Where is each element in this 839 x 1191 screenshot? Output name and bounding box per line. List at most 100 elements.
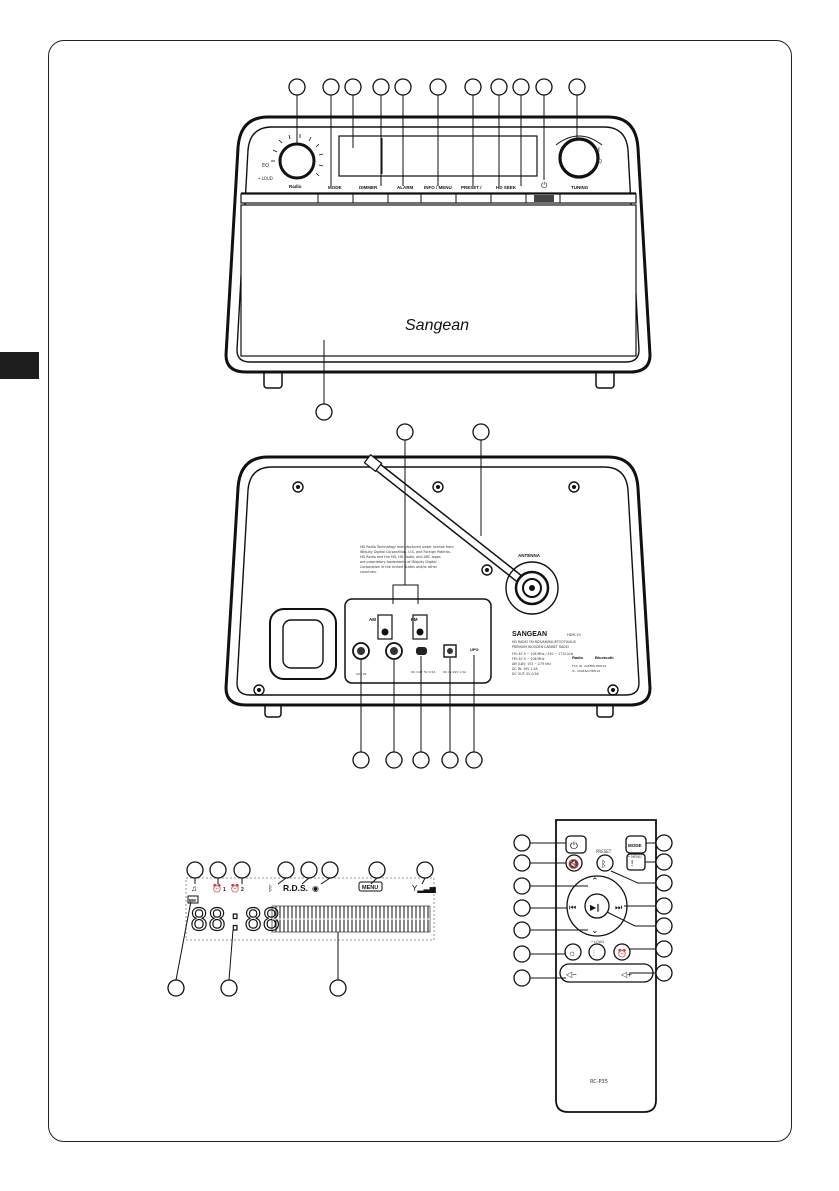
remote-dimmer-button[interactable]	[564, 943, 582, 961]
svg-text:• MENU: • MENU	[628, 855, 642, 859]
remote-bluetooth-button[interactable]	[596, 854, 614, 872]
volume-knob[interactable]	[271, 134, 324, 180]
svg-text:DC IN: 19V 1.5A: DC IN: 19V 1.5A	[512, 667, 538, 671]
rear-cabinet-outer	[224, 455, 652, 707]
rear-screws	[253, 481, 619, 696]
rear-spec-lines: HD RADIO FM-RDS/AM/BLUETOOTH/AUX PREMIUM…	[512, 640, 577, 676]
stereo-icon: ◉	[312, 884, 319, 893]
svg-text:DC OUT: 5V 0.5A: DC OUT: 5V 0.5A	[512, 672, 540, 676]
alarm-ringing-icon: ♫	[191, 884, 197, 893]
dc-out-label: DC OUT 5V 0.5A	[411, 670, 436, 674]
lcd-clock-digits: 88:88	[190, 903, 280, 938]
svg-text:▸∥: ▸∥	[595, 147, 600, 153]
remote-eq-button[interactable]	[588, 943, 606, 961]
antenna-label: ANTENNA	[518, 553, 541, 558]
eq-label: EQ	[262, 163, 269, 169]
svg-text:☼: ☼	[568, 948, 576, 958]
fcc-id: FCC ID: 2AEMN-HDR19	[572, 664, 606, 668]
alarm1-number: 1	[223, 887, 226, 893]
remote-diagram: ⏻ MODE • MENU 🔇 PRESET ᛒ ! ▶∥ ⌃ ⌄ ⏮ ⏭ ☼ …	[513, 819, 673, 1113]
hd-radio-logo: Radio	[289, 184, 302, 189]
rear-callout-leaders	[360, 440, 482, 752]
telescopic-antenna	[363, 453, 559, 615]
brand-script: Sangean	[405, 317, 469, 334]
power-icon: ⏻	[541, 181, 548, 190]
svg-text:FM: 87.5 ~ 108 MHz / 520 ~ 171: FM: 87.5 ~ 108 MHz / 520 ~ 1710 kHz	[512, 652, 574, 656]
alarm2-icon: ⏰	[230, 883, 240, 893]
handle-recess	[269, 608, 337, 680]
svg-text:MODE: MODE	[628, 843, 642, 848]
am-label: AM	[369, 617, 376, 622]
label-hd-seek: HD SEEK	[496, 185, 517, 190]
svg-text:⌄: ⌄	[591, 925, 599, 935]
alarm2-number: 2	[241, 887, 244, 893]
dc-in-jack[interactable]	[443, 644, 457, 658]
label-info-menu: INFO / MENU	[424, 185, 452, 190]
speaker-grille	[240, 204, 637, 357]
front-button-labels: MODE DIMMER ALARM INFO / MENU PRESET / H…	[328, 185, 589, 190]
svg-text:⏮: ⏮	[569, 903, 576, 912]
upgrade-label: UPG	[470, 647, 479, 652]
dc-in-label: DC IN 19V 1.5A	[443, 670, 467, 674]
lcd-diagram: ♫ ⏰ 1 ⏰ 2 ᛒ R.D.S. ◉ MENU Y▂▃▅ PM 88:88	[167, 861, 437, 997]
svg-text:HD RADIO FM-RDS/AM/BLUETOOTH/A: HD RADIO FM-RDS/AM/BLUETOOTH/AUX	[512, 640, 577, 644]
svg-text:⏭: ⏭	[615, 903, 622, 912]
page-frame	[48, 40, 792, 1142]
menu-indicator: MENU	[362, 885, 378, 891]
label-dimmer: DIMMER	[359, 185, 378, 190]
rear-brand: SANGEAN	[512, 631, 547, 638]
svg-text:🔇: 🔇	[568, 858, 579, 869]
svg-text:⌃: ⌃	[591, 876, 599, 886]
front-callout-leaders	[296, 95, 578, 404]
remote-mode-button[interactable]	[625, 835, 647, 854]
remote-power-button[interactable]	[565, 835, 587, 854]
svg-text:• LOUD: • LOUD	[591, 940, 604, 944]
fm-antenna-terminal	[412, 614, 428, 640]
rear-model: HDR-19	[567, 633, 581, 637]
svg-text:⏰: ⏰	[617, 948, 627, 958]
rds-indicator: R.D.S.	[283, 883, 308, 893]
tuning-knob[interactable]: ▸∥ Q	[555, 135, 603, 179]
am-antenna-terminal	[377, 614, 393, 640]
headphone-jack[interactable]	[385, 642, 403, 660]
signal-strength-icon: Y▂▃▅	[412, 884, 437, 893]
svg-text:Q: Q	[598, 159, 602, 165]
label-alarm: ALARM	[397, 185, 413, 190]
usb-port[interactable]	[416, 647, 427, 655]
label-tuning: TUNING	[571, 185, 589, 190]
front-cabinet-inner	[236, 126, 640, 363]
rear-view: ANTENNA HD Radio Technology manufactured…	[224, 423, 652, 769]
fm-label: FM	[411, 617, 418, 622]
svg-text:!: !	[631, 859, 633, 868]
svg-text:AM (LW): 153 ~ 279 kHz: AM (LW): 153 ~ 279 kHz	[512, 662, 551, 666]
label-preset: PRESET /	[461, 185, 482, 190]
svg-text:⏻: ⏻	[570, 841, 578, 852]
loud-label: • LOUD	[258, 176, 273, 181]
remote-select-button[interactable]	[584, 893, 610, 919]
rear-callouts	[352, 423, 490, 769]
dot-matrix	[271, 905, 431, 933]
svg-text:ᛒ: ᛒ	[601, 859, 606, 869]
aux-in-jack[interactable]	[352, 642, 370, 660]
ic-id: IC: 20446A-HDR19	[572, 669, 600, 673]
hd-radio-badge: Radio	[572, 655, 584, 660]
front-callouts	[288, 78, 586, 421]
power-button[interactable]	[534, 195, 554, 202]
remote-model: RC-P35	[590, 1079, 608, 1085]
remote-alarm-button[interactable]	[613, 943, 631, 961]
front-view: EQ • LOUD Radio ▸∥ Q MODE DIMMER ALARM I…	[224, 78, 652, 421]
pm-indicator: PM	[189, 898, 196, 903]
alarm1-icon: ⏰	[212, 883, 222, 893]
svg-text:◁−: ◁−	[566, 970, 577, 979]
section-tab	[0, 352, 39, 379]
front-button-bar	[240, 193, 637, 204]
bluetooth-icon: ᛒ	[268, 884, 273, 893]
rear-cabinet-inner	[236, 466, 640, 696]
svg-text:◁+: ◁+	[621, 970, 632, 979]
svg-text:PREMIUM WOODEN CABINET RADIO: PREMIUM WOODEN CABINET RADIO	[512, 645, 570, 649]
bluetooth-badge: Bluetooth	[595, 655, 614, 660]
svg-text:▶∥: ▶∥	[590, 903, 600, 912]
svg-text:FM: 87.5 ~ 108 MHz: FM: 87.5 ~ 108 MHz	[512, 657, 545, 661]
remote-body	[555, 819, 657, 1113]
